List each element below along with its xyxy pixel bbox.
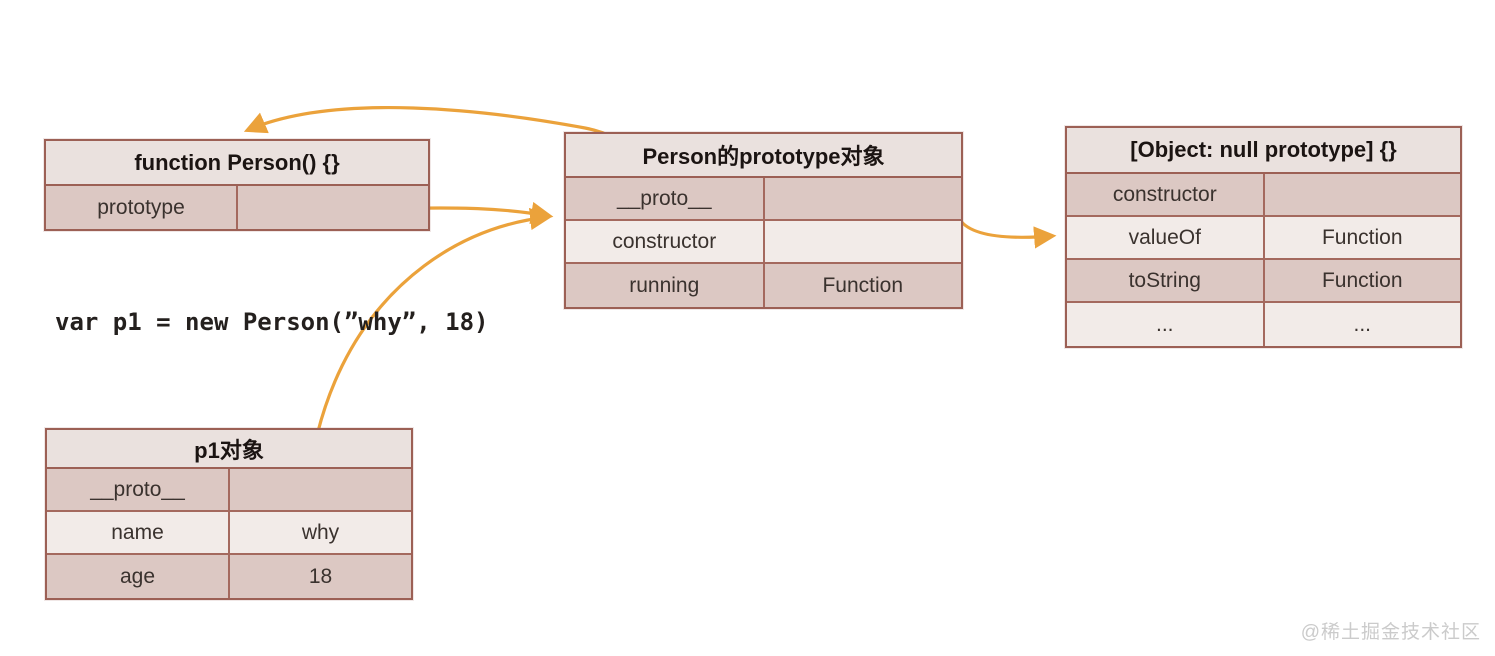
- row-value: ...: [1353, 312, 1371, 336]
- table-row: __proto__: [566, 178, 961, 221]
- row-key: running: [566, 264, 765, 307]
- row-value: 18: [308, 564, 333, 588]
- row-value: [765, 221, 962, 262]
- table-row: __proto__: [47, 469, 411, 512]
- row-value: why: [301, 520, 340, 544]
- row-key: __proto__: [566, 178, 765, 219]
- row-value: [1265, 174, 1461, 215]
- row-value: Function: [822, 273, 904, 297]
- row-key: valueOf: [1067, 217, 1265, 258]
- table-p1-object-title: p1对象: [47, 430, 411, 469]
- table-person-prototype: Person的prototype对象 __proto__ constructor…: [564, 132, 963, 309]
- table-p1-object: p1对象 __proto__ name why age 18: [45, 428, 413, 600]
- row-key: constructor: [1067, 174, 1265, 215]
- row-key: toString: [1067, 260, 1265, 301]
- table-row: age 18: [47, 555, 411, 598]
- table-row: prototype: [46, 186, 428, 229]
- row-key: age: [47, 555, 230, 598]
- code-line: var p1 = new Person(”why”, 18): [55, 308, 489, 336]
- row-key: __proto__: [47, 469, 230, 510]
- table-person-prototype-title: Person的prototype对象: [566, 134, 961, 178]
- table-row: valueOf Function: [1067, 217, 1460, 260]
- watermark: @稀土掘金技术社区: [1300, 622, 1481, 643]
- row-value: [765, 178, 962, 219]
- row-value: Function: [1321, 225, 1403, 249]
- table-object-null-prototype: [Object: null prototype] {} constructor …: [1065, 126, 1462, 348]
- row-key: constructor: [566, 221, 765, 262]
- table-object-null-prototype-title: [Object: null prototype] {}: [1067, 128, 1460, 174]
- table-row: constructor: [1067, 174, 1460, 217]
- row-key: prototype: [46, 186, 238, 229]
- row-value: Function: [1321, 268, 1403, 292]
- table-row: ... ...: [1067, 303, 1460, 346]
- table-function-person-title: function Person() {}: [46, 141, 428, 186]
- table-row: running Function: [566, 264, 961, 307]
- row-key: name: [47, 512, 230, 553]
- table-function-person: function Person() {} prototype: [44, 139, 430, 231]
- row-value: [238, 186, 428, 229]
- table-row: name why: [47, 512, 411, 555]
- table-row: toString Function: [1067, 260, 1460, 303]
- table-row: constructor: [566, 221, 961, 264]
- row-value: [230, 469, 411, 510]
- row-key: ...: [1067, 303, 1265, 346]
